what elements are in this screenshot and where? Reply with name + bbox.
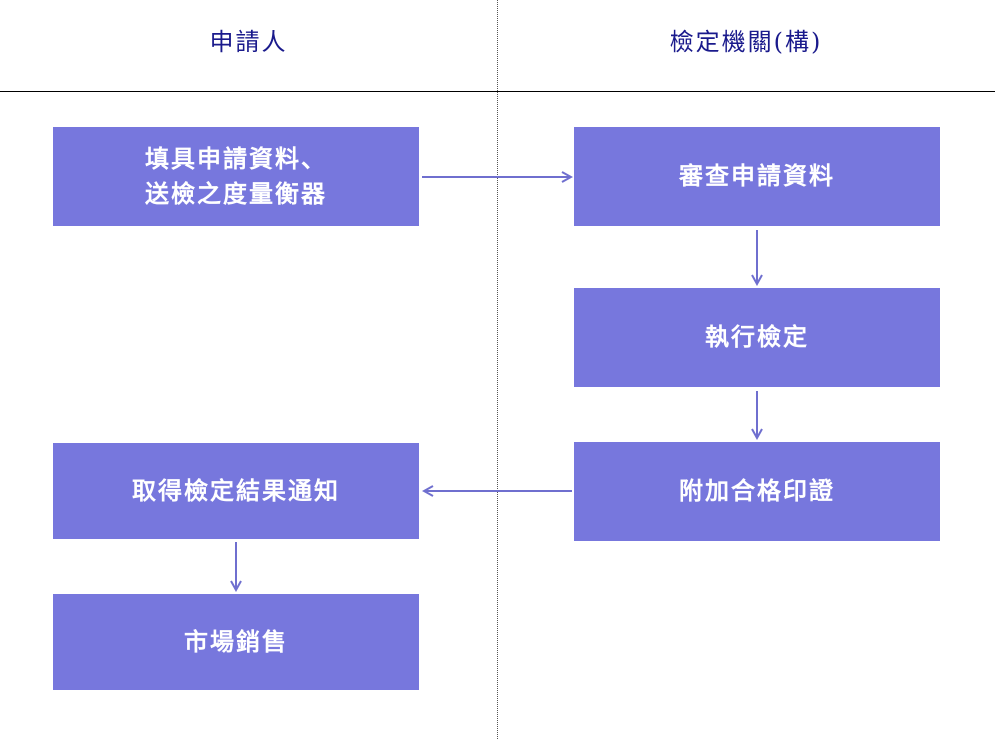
attach-seal-label: 附加合格印證 [679, 476, 835, 506]
execute-verification-label: 執行檢定 [705, 322, 809, 352]
review-application-label: 審查申請資料 [679, 161, 835, 191]
agency-column-header: 檢定機關(構) [669, 28, 823, 56]
receive-result-label: 取得檢定結果通知 [132, 475, 340, 505]
attach-seal-step: 附加合格印證 [574, 442, 940, 541]
receive-result-step: 取得檢定結果通知 [53, 443, 419, 539]
column-divider-line [497, 0, 498, 739]
fill-application-line-2: 送檢之度量衡器 [145, 178, 327, 208]
review-application-step: 審查申請資料 [574, 127, 940, 226]
market-sales-label: 市場銷售 [184, 626, 288, 656]
applicant-column-header: 申請人 [209, 28, 288, 56]
fill-application-step: 填具申請資料、 送檢之度量衡器 [53, 127, 419, 226]
fill-application-line-1: 填具申請資料、 [145, 143, 327, 173]
market-sales-step: 市場銷售 [53, 594, 419, 690]
execute-verification-step: 執行檢定 [574, 288, 940, 387]
